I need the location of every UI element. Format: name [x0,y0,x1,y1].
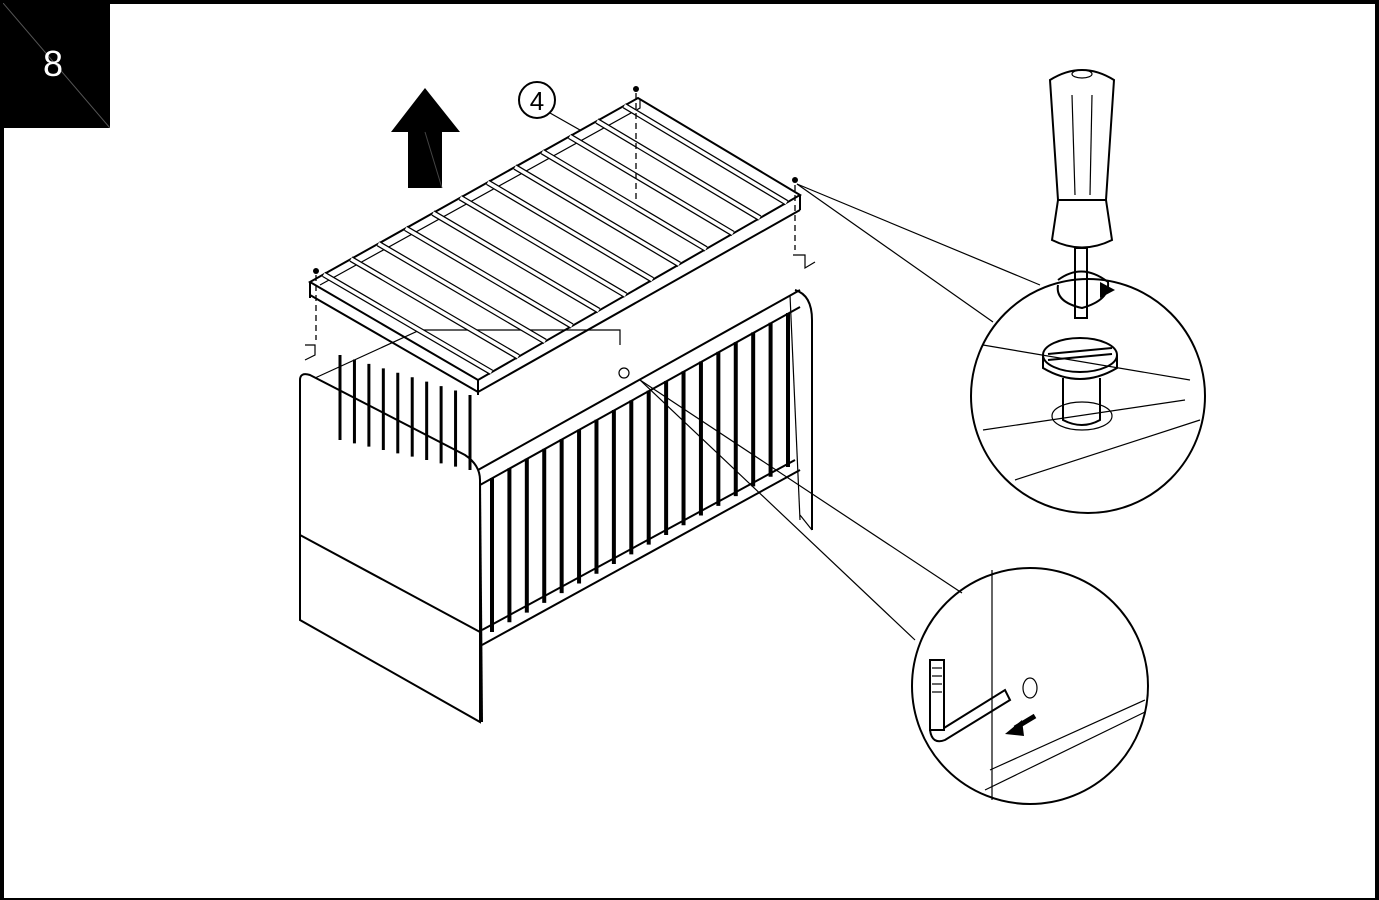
base-slat-inner [350,257,520,359]
front-slats [490,313,790,632]
step-number-badge: 8 [3,3,110,128]
base-slat-inner [541,150,707,251]
screwdriver-icon [1048,69,1116,319]
base-slat-inner [623,104,788,205]
base-slats [322,103,789,375]
base-slat-inner [459,196,627,297]
part-callout: 4 [518,81,581,131]
base-slat-inner [568,134,734,236]
crib-base-frame [307,96,802,395]
hex-key-icon [929,659,1012,743]
bolt-guides [304,86,816,379]
detail-hex-key-closeup [639,379,1149,805]
base-slat-inner [514,165,681,266]
base-slat-inner [596,119,761,220]
detail-screw-closeup [796,69,1206,514]
back-slats [338,355,472,470]
lift-up-arrow-icon [391,88,460,189]
base-slat-inner [432,211,600,313]
base-slat-inner [322,272,493,374]
direction-arrow-icon [1005,713,1037,736]
base-slat-inner [404,226,573,328]
base-slat-inner [486,180,654,282]
part-number-label: 4 [530,86,544,116]
crib-frame [299,289,813,724]
base-slat-inner [377,242,546,343]
step-number: 8 [43,43,64,84]
